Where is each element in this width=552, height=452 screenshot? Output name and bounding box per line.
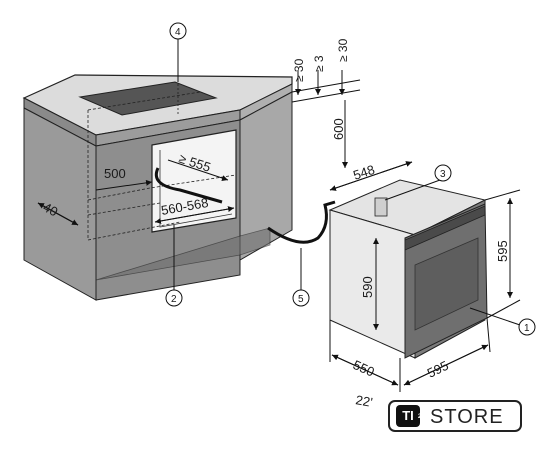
logo-mark: TI 22 [396,405,425,427]
callouts: 1 2 3 4 5 [165,22,536,336]
kitchen-cabinet [22,74,336,301]
callout-1: 1 [518,318,536,336]
callout-4-label: 4 [175,27,181,38]
dim-depth-550: 550 [351,357,377,380]
dim-gap-30b: ≥ 30 [336,38,350,62]
built-in-oven [328,179,488,359]
logo-mark-text: TI [402,408,414,423]
callout-2: 2 [165,289,183,307]
dim-side-40: 40 [41,199,61,219]
store-logo: TI 22 STORE [388,400,522,432]
dim-oven-height-595: 595 [495,240,510,262]
dim-height-600: 600 [331,118,346,140]
callout-4: 4 [169,22,187,40]
dim-depth-548: 548 [351,162,376,183]
dim-front-22: 22' [354,392,373,410]
dim-width-595: 595 [425,358,451,381]
callout-2-label: 2 [171,294,177,305]
dim-niche-500: 500 [104,166,126,181]
callout-3: 3 [434,164,452,182]
logo-superscript: 22 [418,414,425,420]
callout-3-label: 3 [440,169,446,180]
callout-1-label: 1 [524,323,530,334]
dim-gap-3: ≥ 3 [312,55,326,72]
callout-5: 5 [292,289,310,307]
dim-gap-30: ≥ 30 [292,58,306,82]
logo-text: STORE [430,406,504,428]
callout-5-label: 5 [298,294,304,305]
dimension-lines [37,38,521,392]
dim-inner-height-590: 590 [360,276,375,298]
